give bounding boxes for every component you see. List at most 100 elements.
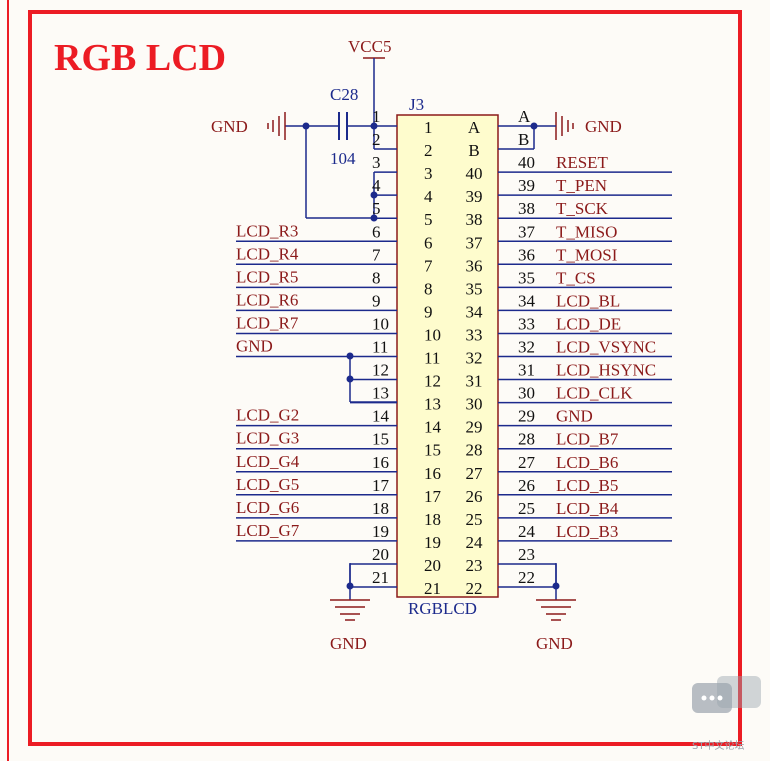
net-label-left: LCD_R5 bbox=[236, 267, 298, 286]
pin-number-right: 38 bbox=[518, 199, 535, 218]
pin-number-right: 34 bbox=[518, 291, 536, 310]
pin-inner-right: 28 bbox=[466, 441, 483, 460]
pin-number-right: 31 bbox=[518, 361, 535, 380]
pin-inner-left: 2 bbox=[424, 141, 433, 160]
net-label-left: GND bbox=[236, 337, 273, 356]
net-label-right: T_PEN bbox=[556, 176, 607, 195]
pin-inner-left: 21 bbox=[424, 579, 441, 598]
net-label-right: LCD_BL bbox=[556, 291, 620, 310]
net-label-right: RESET bbox=[556, 153, 609, 172]
pin-number-left: 18 bbox=[372, 499, 389, 518]
chat-dot-icon bbox=[709, 695, 715, 701]
pin-number-left: 15 bbox=[372, 430, 389, 449]
title: RGB LCD bbox=[54, 37, 226, 79]
pin-number-right: 26 bbox=[518, 476, 535, 495]
pin-number-left: 5 bbox=[372, 199, 381, 218]
net-label-left: LCD_G6 bbox=[236, 498, 299, 517]
connector-name: RGBLCD bbox=[408, 599, 477, 618]
net-label-left: LCD_R3 bbox=[236, 221, 298, 240]
pin-inner-left: 16 bbox=[424, 464, 441, 483]
connector-ref: J3 bbox=[409, 95, 424, 114]
watermark-text: ST中文论坛 bbox=[692, 739, 744, 752]
pin-number-right: 35 bbox=[518, 268, 535, 287]
net-label-right: LCD_B6 bbox=[556, 453, 618, 472]
net-label-right: LCD_B4 bbox=[556, 499, 619, 518]
pin-inner-right: 34 bbox=[466, 302, 484, 321]
net-label-right: T_MISO bbox=[556, 222, 617, 241]
net-label-right: LCD_B7 bbox=[556, 430, 619, 449]
cap-ref: C28 bbox=[330, 85, 358, 104]
pin-inner-left: 1 bbox=[424, 118, 433, 137]
pin-number-left: 8 bbox=[372, 268, 381, 287]
pin-number-right: 33 bbox=[518, 314, 535, 333]
net-label-right: GND bbox=[556, 407, 593, 426]
net-label-left: LCD_G2 bbox=[236, 406, 299, 425]
connector-body bbox=[396, 114, 499, 598]
pin-number-right: 36 bbox=[518, 245, 535, 264]
net-label-right: LCD_CLK bbox=[556, 384, 633, 403]
net-label-left: LCD_R7 bbox=[236, 313, 299, 332]
pin-number-right: 30 bbox=[518, 384, 535, 403]
net-label-right: LCD_B5 bbox=[556, 476, 618, 495]
pin-inner-right: 24 bbox=[466, 533, 484, 552]
pin-number-left: 17 bbox=[372, 476, 390, 495]
pin-inner-left: 4 bbox=[424, 187, 433, 206]
pin-number-left: 4 bbox=[372, 176, 381, 195]
pin-inner-left: 12 bbox=[424, 372, 441, 391]
pin-number-left: 7 bbox=[372, 245, 381, 264]
pin-inner-left: 6 bbox=[424, 233, 433, 252]
pin-number-left: 13 bbox=[372, 384, 389, 403]
pin-inner-right: B bbox=[468, 141, 479, 160]
chat-dot-icon bbox=[717, 695, 723, 701]
pin-inner-left: 7 bbox=[424, 256, 433, 275]
pin-number-left: 16 bbox=[372, 453, 389, 472]
pin-inner-right: 36 bbox=[466, 256, 483, 275]
pin-inner-left: 9 bbox=[424, 302, 433, 321]
pin-inner-left: 3 bbox=[424, 164, 433, 183]
pin-number-left: 10 bbox=[372, 314, 389, 333]
pin-inner-right: 38 bbox=[466, 210, 483, 229]
pin-number-left: 2 bbox=[372, 130, 381, 149]
pin-number-right: B bbox=[518, 130, 529, 149]
pin-inner-left: 8 bbox=[424, 279, 433, 298]
pin-inner-right: 37 bbox=[466, 233, 484, 252]
pin-number-left: 6 bbox=[372, 222, 381, 241]
net-label-right: T_CS bbox=[556, 268, 596, 287]
pins-layer: 112233445566LCD_R377LCD_R488LCD_R599LCD_… bbox=[236, 107, 672, 598]
pin-inner-left: 11 bbox=[424, 349, 440, 368]
pin-inner-left: 14 bbox=[424, 418, 442, 437]
pin-inner-right: 39 bbox=[466, 187, 483, 206]
pin-inner-left: 20 bbox=[424, 556, 441, 575]
chat-dot-icon bbox=[701, 695, 707, 701]
pin-inner-left: 5 bbox=[424, 210, 433, 229]
net-label-left: LCD_G5 bbox=[236, 475, 299, 494]
pin-inner-left: 15 bbox=[424, 441, 441, 460]
net-label-left: LCD_G4 bbox=[236, 452, 300, 471]
pin-number-left: 11 bbox=[372, 338, 388, 357]
vcc-label: VCC5 bbox=[348, 37, 391, 56]
pin-number-left: 21 bbox=[372, 568, 389, 587]
pin-number-right: 27 bbox=[518, 453, 536, 472]
pin-inner-right: 22 bbox=[466, 579, 483, 598]
pin-number-left: 1 bbox=[372, 107, 381, 126]
gnd-tr-label: GND bbox=[585, 117, 622, 136]
pin-number-right: 37 bbox=[518, 222, 536, 241]
net-label-right: LCD_DE bbox=[556, 314, 621, 333]
net-label-left: LCD_R4 bbox=[236, 244, 299, 263]
pin-inner-right: 25 bbox=[466, 510, 483, 529]
pin-inner-left: 17 bbox=[424, 487, 442, 506]
net-label-right: T_SCK bbox=[556, 199, 609, 218]
net-label-left: LCD_R6 bbox=[236, 290, 298, 309]
pin-number-right: 22 bbox=[518, 568, 535, 587]
chat-bubble-icon-back bbox=[717, 676, 761, 708]
pin-number-right: 25 bbox=[518, 499, 535, 518]
pin-number-left: 14 bbox=[372, 407, 390, 426]
net-label-left: LCD_G7 bbox=[236, 521, 300, 540]
pin-number-right: 39 bbox=[518, 176, 535, 195]
pin-number-right: A bbox=[518, 107, 531, 126]
pin-inner-right: 31 bbox=[466, 372, 483, 391]
gnd-br-label: GND bbox=[536, 634, 573, 653]
pin-inner-left: 10 bbox=[424, 325, 441, 344]
net-label-right: T_MOSI bbox=[556, 245, 618, 264]
